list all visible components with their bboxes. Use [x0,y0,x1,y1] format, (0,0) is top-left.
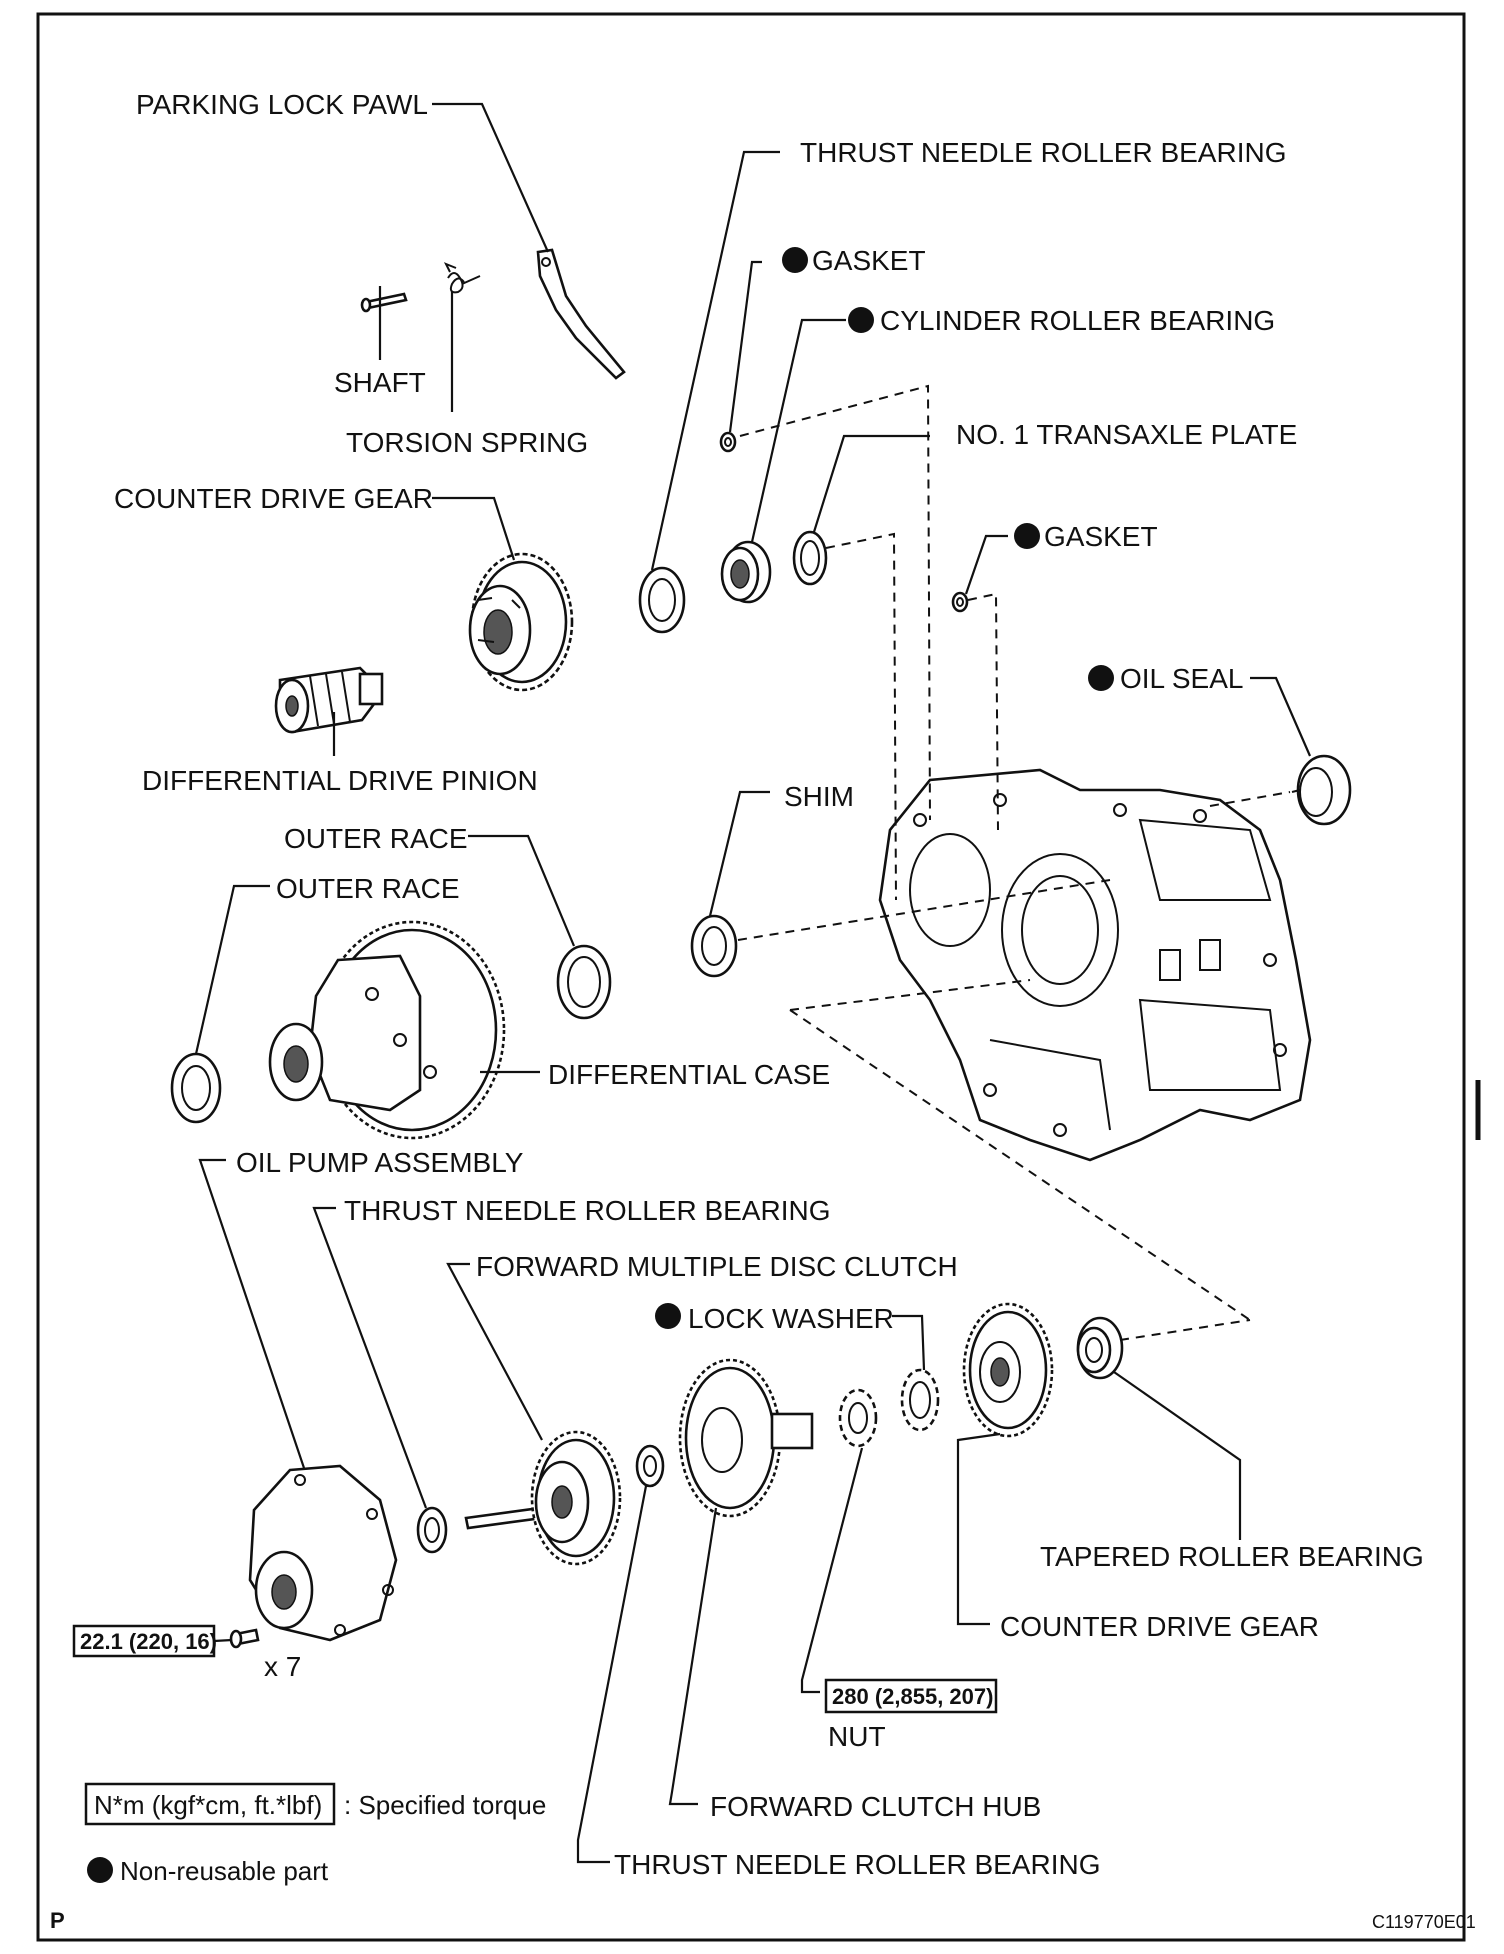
label-thrust-needle-roller-bearing-bottom: THRUST NEEDLE ROLLER BEARING [614,1849,1101,1880]
label-forward-clutch-hub: FORWARD CLUTCH HUB [710,1791,1041,1822]
oil-pump-bolt-part [229,1628,260,1649]
label-oil-pump-assembly: OIL PUMP ASSEMBLY [236,1147,524,1178]
label-no1-transaxle-plate: NO. 1 TRANSAXLE PLATE [956,419,1297,450]
bolt-quantity: x 7 [264,1651,301,1682]
corner-mark: P [50,1908,65,1933]
differential-case-part [268,920,506,1140]
lock-washer-part [900,1368,940,1432]
label-nut: NUT [828,1721,886,1752]
label-gasket-1: GASKET [812,245,926,276]
torque-value-nut: 280 (2,855, 207) [832,1684,993,1709]
counter-drive-gear-bottom-part [962,1302,1054,1438]
label-outer-race-1: OUTER RACE [284,823,468,854]
assembly-dashed-lines [737,384,1301,1341]
no1-transaxle-plate-part [792,530,828,586]
non-reusable-marker [655,1303,681,1329]
thrust-bearing-top-part [638,566,686,634]
forward-multiple-disc-clutch-part [464,1430,622,1566]
legend: N*m (kgf*cm, ft.*lbf) : Specified torque… [84,1782,546,1886]
torque-value-oil-pump: 22.1 (220, 16) [80,1629,217,1654]
label-gasket-2: GASKET [1044,521,1158,552]
tapered-roller-bearing-part [1076,1316,1124,1380]
counter-drive-gear-top-part [468,552,574,692]
label-shaft: SHAFT [334,367,426,398]
label-shim: SHIM [784,781,854,812]
outer-race-2-part [170,1052,222,1124]
label-differential-case: DIFFERENTIAL CASE [548,1059,830,1090]
gasket-2-part [951,591,969,613]
legend-non-reusable: Non-reusable part [120,1856,329,1886]
transaxle-case-part [878,768,1312,1162]
leader-lines [194,102,1312,1864]
label-forward-multiple-disc-clutch: FORWARD MULTIPLE DISC CLUTCH [476,1251,958,1282]
label-thrust-needle-roller-bearing-mid: THRUST NEEDLE ROLLER BEARING [344,1195,831,1226]
oil-pump-assembly-part [248,1464,398,1642]
label-outer-race-2: OUTER RACE [276,873,460,904]
label-lock-washer: LOCK WASHER [688,1303,894,1334]
figure-id: C119770E01 [1372,1912,1476,1932]
shim-part [690,914,738,978]
shaft-part [360,292,408,313]
non-reusable-marker [1088,665,1114,691]
nut-part [838,1388,878,1448]
torsion-spring-part [443,262,481,294]
label-differential-drive-pinion: DIFFERENTIAL DRIVE PINION [142,765,538,796]
thrust-bearing-mid-part [416,1506,448,1554]
torque-spec-oil-pump: 22.1 (220, 16) x 7 [72,1624,301,1682]
outer-race-1-part [556,944,612,1020]
label-thrust-needle-roller-bearing-top: THRUST NEEDLE ROLLER BEARING [800,137,1287,168]
legend-torque-unit: N*m (kgf*cm, ft.*lbf) [94,1790,322,1820]
differential-drive-pinion-part [274,666,384,734]
non-reusable-marker [848,307,874,333]
gasket-1-part [719,431,737,453]
label-tapered-roller-bearing: TAPERED ROLLER BEARING [1040,1541,1424,1572]
torque-spec-nut: 280 (2,855, 207) [824,1678,998,1714]
label-counter-drive-gear-top: COUNTER DRIVE GEAR [114,483,433,514]
label-cylinder-roller-bearing: CYLINDER ROLLER BEARING [880,305,1275,336]
label-counter-drive-gear-bottom: COUNTER DRIVE GEAR [1000,1611,1319,1642]
parking-lock-pawl-part [536,248,626,380]
legend-torque-text: : Specified torque [344,1790,546,1820]
figure-border [36,12,1466,1942]
cylinder-roller-bearing-part [720,540,772,604]
label-torsion-spring: TORSION SPRING [346,427,588,458]
label-parking-lock-pawl: PARKING LOCK PAWL [136,89,428,120]
oil-seal-part [1296,754,1352,826]
thrust-bearing-bottom-part [635,1444,665,1488]
non-reusable-marker [782,247,808,273]
non-reusable-marker [1014,523,1040,549]
label-oil-seal: OIL SEAL [1120,663,1243,694]
forward-clutch-hub-part [678,1358,814,1518]
non-reusable-marker [87,1857,113,1883]
